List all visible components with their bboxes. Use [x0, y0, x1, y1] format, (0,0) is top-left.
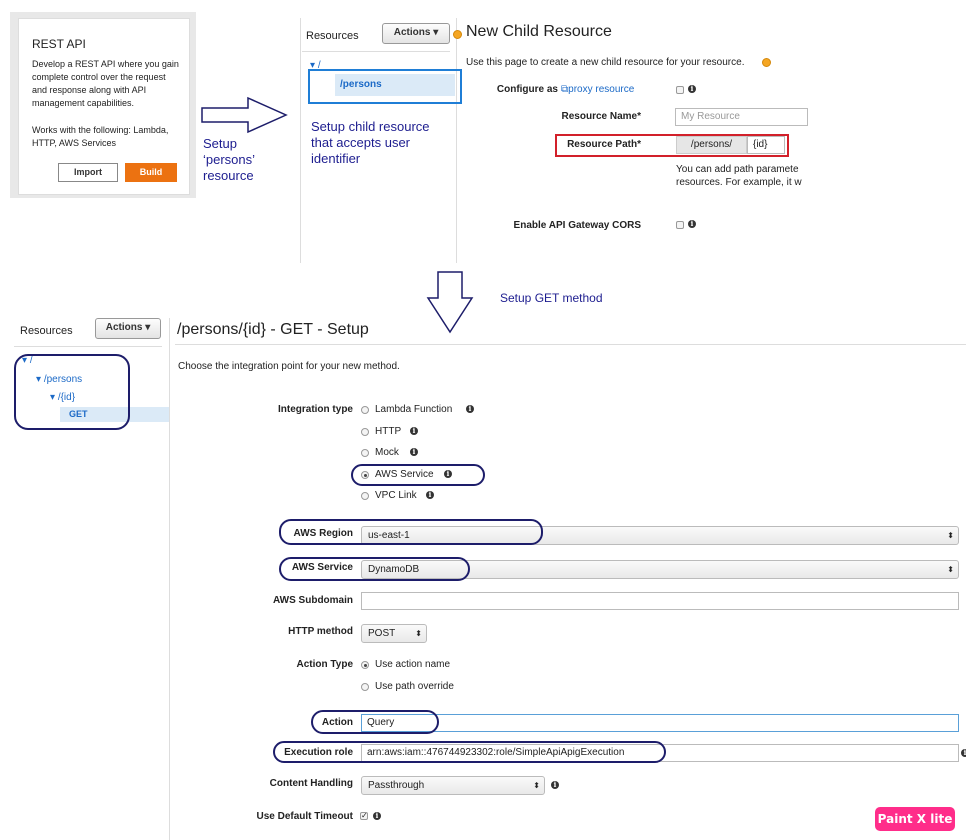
aws-region-select[interactable]: us-east-1⬍ [361, 526, 959, 545]
highlight-oval [311, 710, 439, 734]
option-use-action-name: Use action name [375, 659, 451, 670]
tree-item-id[interactable]: ▾ /{id} [50, 392, 76, 403]
help-dot-icon [762, 58, 771, 67]
highlight-box [308, 69, 462, 104]
radio-mock[interactable] [361, 449, 369, 457]
page-title: /persons/{id} - GET - Setup [177, 321, 369, 338]
content-handling-label: Content Handling [269, 778, 353, 789]
resource-name-label: Resource Name* [561, 111, 641, 122]
cors-checkbox[interactable] [676, 221, 684, 229]
divider [169, 318, 170, 840]
highlight-oval [279, 519, 543, 545]
info-icon: i [373, 812, 381, 820]
execution-role-label: Execution role [284, 747, 353, 758]
http-method-label: HTTP method [288, 626, 353, 637]
option-lambda: Lambda Function [375, 404, 453, 415]
http-method-select[interactable]: POST⬍ [361, 624, 427, 643]
page-intro: Choose the integration point for your ne… [178, 361, 400, 372]
build-button[interactable]: Build [125, 163, 177, 182]
aws-subdomain-label: AWS Subdomain [273, 595, 353, 606]
card-description: Develop a REST API where you gain comple… [32, 59, 179, 108]
radio-lambda[interactable] [361, 406, 369, 414]
info-icon: i [551, 781, 559, 789]
action-label: Action [321, 717, 353, 728]
path-help-line-1: You can add path paramete [676, 164, 799, 175]
divider [302, 51, 450, 52]
highlight-oval [279, 557, 470, 581]
help-dot-icon [453, 30, 462, 39]
tree-item-get[interactable]: GET [69, 409, 88, 419]
radio-http[interactable] [361, 428, 369, 436]
arrow-down-icon [426, 271, 474, 334]
note-setup-child: Setup child resource that accepts user i… [311, 119, 430, 166]
radio-use-path-override[interactable] [361, 683, 369, 691]
card-title: REST API [32, 37, 86, 51]
aws-region-label: AWS Region [293, 528, 353, 539]
highlight-oval [351, 464, 485, 486]
tree-item-persons[interactable]: /persons [340, 79, 382, 90]
resources-label: Resources [20, 325, 73, 337]
divider [14, 346, 162, 347]
tree-item-selected-bg [335, 74, 455, 96]
watermark-badge: Paint X lite [875, 807, 955, 831]
cors-label: Enable API Gateway CORS [513, 220, 641, 231]
resource-path-input[interactable]: {id} [747, 136, 785, 154]
radio-vpc-link[interactable] [361, 492, 369, 500]
resource-path-prefix: /persons/ [676, 136, 747, 154]
arrow-right-icon [201, 96, 288, 134]
divider [175, 344, 966, 345]
option-mock: Mock [375, 447, 399, 458]
resources-label: Resources [306, 30, 359, 42]
actions-button[interactable]: Actions ▾ [95, 318, 161, 339]
tree-root[interactable]: ▾ / [310, 60, 321, 71]
tree-item-persons[interactable]: ▾ /persons [36, 374, 83, 385]
option-http: HTTP [375, 426, 402, 437]
content-handling-select[interactable]: Passthrough⬍ [361, 776, 545, 795]
import-button[interactable]: Import [58, 163, 118, 182]
info-icon: i [688, 85, 696, 93]
proxy-resource-link[interactable]: ⧉proxy resource [561, 84, 635, 95]
radio-use-action-name[interactable] [361, 661, 369, 669]
action-type-label: Action Type [296, 659, 353, 670]
resource-name-input[interactable]: My Resource [675, 108, 808, 126]
divider [300, 18, 301, 263]
note-setup-get: Setup GET method [500, 291, 603, 305]
tree-item-selected-bg [60, 407, 169, 422]
page-intro: Use this page to create a new child reso… [466, 57, 745, 68]
actions-button[interactable]: Actions ▾ [382, 23, 450, 44]
option-vpc-link: VPC Link [375, 490, 417, 501]
highlight-box [555, 134, 789, 157]
info-icon: i [466, 405, 474, 413]
info-icon: i [410, 427, 418, 435]
card-works-with: Works with the following: Lambda, HTTP, … [32, 125, 169, 148]
page-title: New Child Resource [466, 23, 612, 40]
default-timeout-label: Use Default Timeout [256, 811, 354, 822]
configure-as-label: Configure as [496, 84, 558, 95]
path-help-line-2: resources. For example, it w [676, 177, 802, 188]
action-input[interactable]: Query [361, 714, 959, 732]
info-icon: i [410, 448, 418, 456]
info-icon: i [961, 749, 966, 757]
aws-service-label: AWS Service [291, 562, 353, 573]
info-icon: i [688, 220, 696, 228]
note-setup-persons: Setup ‘persons’ resource [203, 136, 255, 183]
aws-subdomain-input[interactable] [361, 592, 959, 610]
aws-service-select[interactable]: DynamoDB⬍ [361, 560, 959, 579]
default-timeout-checkbox[interactable]: ✓ [360, 811, 368, 820]
highlight-oval [273, 741, 666, 763]
integration-type-label: Integration type [277, 404, 353, 415]
proxy-checkbox[interactable] [676, 86, 684, 94]
divider [456, 18, 457, 263]
info-icon: i [426, 491, 434, 499]
option-use-path-override: Use path override [375, 681, 454, 692]
highlight-oval [14, 354, 130, 430]
info-icon: i [444, 470, 452, 478]
resource-path-label: Resource Path* [567, 139, 641, 150]
option-aws-service: AWS Service [375, 469, 434, 480]
